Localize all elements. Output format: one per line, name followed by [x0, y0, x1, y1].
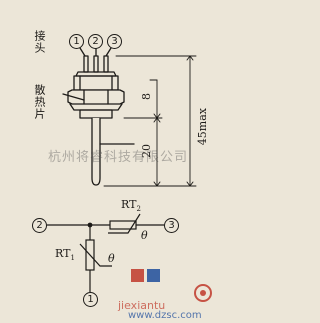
rt1-thermal-mark	[79, 243, 112, 267]
watermark-bottom: jiexiantu	[118, 299, 166, 312]
watermark-center: 杭州将睿科技有限公司	[48, 150, 189, 165]
schematic-terminal-1: 1	[83, 292, 98, 307]
threaded-shank	[79, 109, 113, 119]
wiring-schematic	[47, 213, 164, 292]
component-drawing	[47, 47, 212, 302]
dim-line-20	[153, 117, 161, 187]
rt2-theta: θ	[141, 229, 148, 242]
schematic-terminal-3: 3	[164, 218, 179, 233]
rt1-theta: θ	[108, 252, 115, 265]
pin-number-2: 2	[88, 34, 103, 49]
heatsink-leader	[62, 93, 85, 101]
schematic-terminal-2: 2	[32, 218, 47, 233]
watermark-site: www.dzsc.com	[128, 310, 202, 321]
dim-line-45max	[186, 55, 194, 187]
rt1-label: RT1	[55, 247, 75, 263]
dim-label-8: 8	[140, 93, 153, 100]
diagram-page: 1 2 3 接头 散热片 8 20 45max 杭州将睿科技有限公司 2 3 1…	[32, 30, 212, 321]
pin-number-1: 1	[69, 34, 84, 49]
rt2-label: RT2	[121, 198, 141, 214]
sensor-probe	[91, 117, 101, 186]
hex-nut	[67, 89, 125, 111]
heatsink-label: 散热片	[33, 84, 46, 120]
dim-label-45max: 45max	[196, 108, 209, 146]
terminal-pins	[83, 55, 109, 73]
rt2-resistor	[109, 220, 137, 230]
rt2-thermal-mark	[108, 213, 141, 234]
junction-dot	[87, 222, 93, 228]
rt1-resistor	[85, 239, 95, 271]
pin-leader-lines	[79, 47, 112, 57]
watermark-logo	[131, 269, 212, 302]
pin-number-3: 3	[107, 34, 122, 49]
terminal-label: 接头	[33, 30, 46, 54]
